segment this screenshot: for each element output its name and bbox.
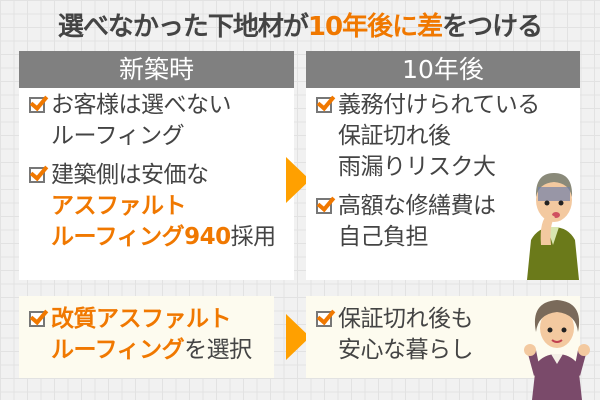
title-text: 選べなかった下地材が (57, 12, 309, 42)
list-item: 保証切れ後も安心な暮らし (316, 304, 580, 366)
item-text: 保証切れ後 (338, 123, 451, 149)
happy-woman-illustration (524, 300, 590, 400)
item-highlight: ルーフィング (51, 337, 185, 363)
checkbox-checked-icon (316, 198, 332, 214)
item-text: 保証切れ後も (338, 306, 474, 332)
worried-man-illustration (527, 173, 579, 280)
item-highlight: 改質アスファルト (51, 306, 231, 332)
item-text: 安心な暮らし (338, 337, 474, 363)
list-item: 改質アスファルトルーフィングを選択 (29, 304, 274, 366)
item-highlight: アスファルト (51, 193, 186, 219)
item-text: 建築側は安価な (51, 162, 209, 188)
title-text-end: をつける (442, 12, 543, 42)
item-text: ルーフィング (51, 123, 185, 149)
item-text: 雨漏りリスク大 (338, 154, 496, 180)
item-highlight: ルーフィング940 (51, 224, 231, 250)
list-item: 義務付けられている保証切れ後雨漏りリスク大 (316, 90, 580, 183)
checkbox-checked-icon (29, 311, 45, 327)
choice-panel: 改質アスファルトルーフィングを選択 (19, 296, 274, 378)
item-text: 高額な修繕費は (338, 193, 496, 219)
checkbox-checked-icon (29, 167, 45, 183)
page-title: 選べなかった下地材が10年後に差をつける (0, 6, 600, 43)
item-text: 自己負担 (338, 224, 428, 250)
list-item: 高額な修繕費は自己負担 (316, 191, 580, 253)
item-text: お客様は選べない (51, 92, 232, 118)
checkbox-checked-icon (316, 311, 332, 327)
item-text: 義務付けられている (338, 92, 540, 118)
list-item: お客様は選べないルーフィング (29, 90, 294, 152)
list-item: 建築側は安価なアスファルトルーフィング940採用 (29, 160, 294, 253)
item-text: を選択 (184, 337, 252, 363)
panel-header: 新築時 (19, 51, 294, 88)
title-highlight: 10年後に差 (307, 12, 443, 42)
ten-years-panel: 10年後 義務付けられている保証切れ後雨漏りリスク大 高額な修繕費は自己負担 (306, 51, 580, 280)
panel-header: 10年後 (306, 51, 580, 88)
new-build-panel: 新築時 お客様は選べないルーフィング 建築側は安価なアスファルトルーフィング94… (19, 51, 294, 280)
item-text: 採用 (230, 224, 277, 250)
checkbox-checked-icon (29, 97, 45, 113)
checkbox-checked-icon (316, 97, 332, 113)
